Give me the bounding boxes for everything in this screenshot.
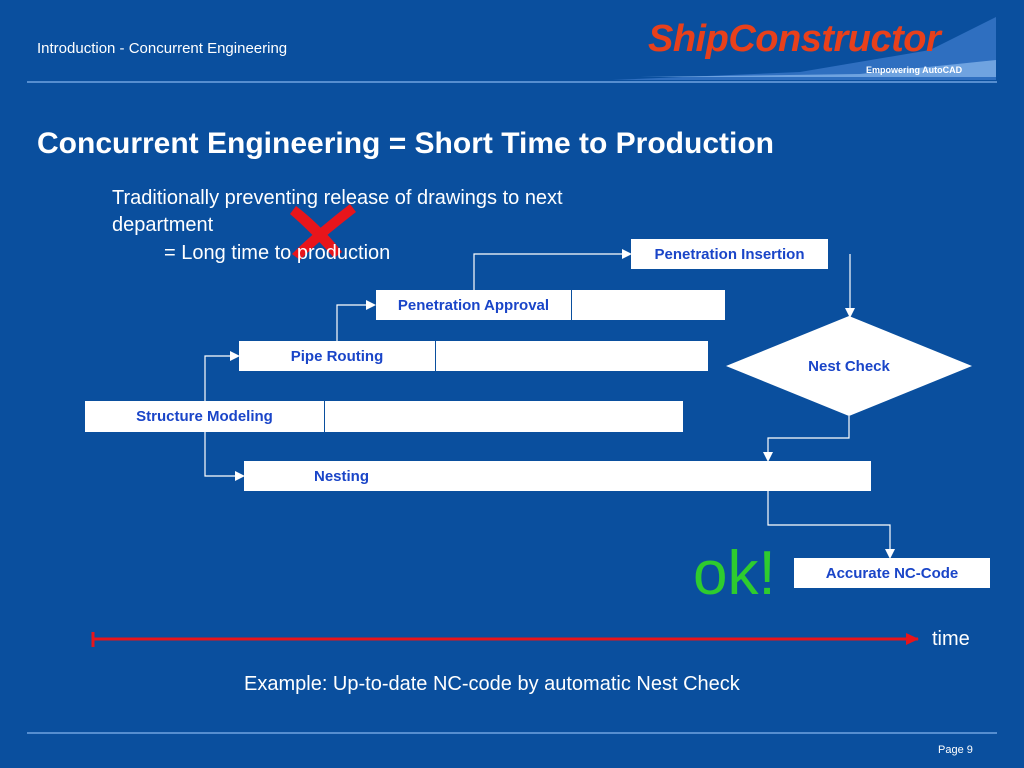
section-title: Introduction - Concurrent Engineering	[37, 40, 288, 57]
logo-swoosh	[612, 17, 996, 80]
connector-nesting-to-nccode	[767, 491, 895, 559]
penetration-approval-bar	[572, 290, 725, 320]
ok-label: ok!	[693, 539, 776, 608]
traditional-text-line3: = Long time to production	[164, 242, 391, 264]
nest-check-label: Nest Check	[808, 357, 890, 375]
connector-structure-to-pipe	[204, 351, 240, 401]
traditional-text-line1: Traditionally preventing release of draw…	[112, 187, 563, 209]
accurate-nc-code-box: Accurate NC-Code	[794, 558, 990, 588]
connector-approval-to-insertion	[473, 249, 632, 290]
pipe-routing-bar	[436, 341, 708, 371]
penetration-insertion-box: Penetration Insertion	[631, 239, 828, 269]
page-title: Concurrent Engineering = Short Time to P…	[37, 127, 774, 160]
nesting-bar	[432, 461, 871, 491]
traditional-text-line2: department	[112, 214, 214, 236]
cross-mark-icon	[290, 204, 356, 260]
logo-swoosh-highlight	[640, 60, 996, 77]
connector-nestcheck-to-nesting	[763, 416, 850, 462]
time-label: time	[932, 628, 970, 650]
structure-modeling-bar	[325, 401, 683, 432]
penetration-approval-box: Penetration Approval	[376, 290, 571, 320]
structure-modeling-box: Structure Modeling	[85, 401, 324, 432]
nesting-box: Nesting	[244, 461, 439, 491]
connector-pipe-to-approval	[336, 300, 376, 341]
connector-structure-to-nesting	[204, 431, 245, 481]
pipe-routing-box: Pipe Routing	[239, 341, 435, 371]
logo-tagline: Empowering AutoCAD	[866, 65, 963, 75]
page-number: Page 9	[938, 744, 973, 756]
nest-check-diamond	[726, 316, 972, 416]
example-caption: Example: Up-to-date NC-code by automatic…	[244, 673, 740, 695]
logo: ShipConstructor	[648, 18, 941, 60]
